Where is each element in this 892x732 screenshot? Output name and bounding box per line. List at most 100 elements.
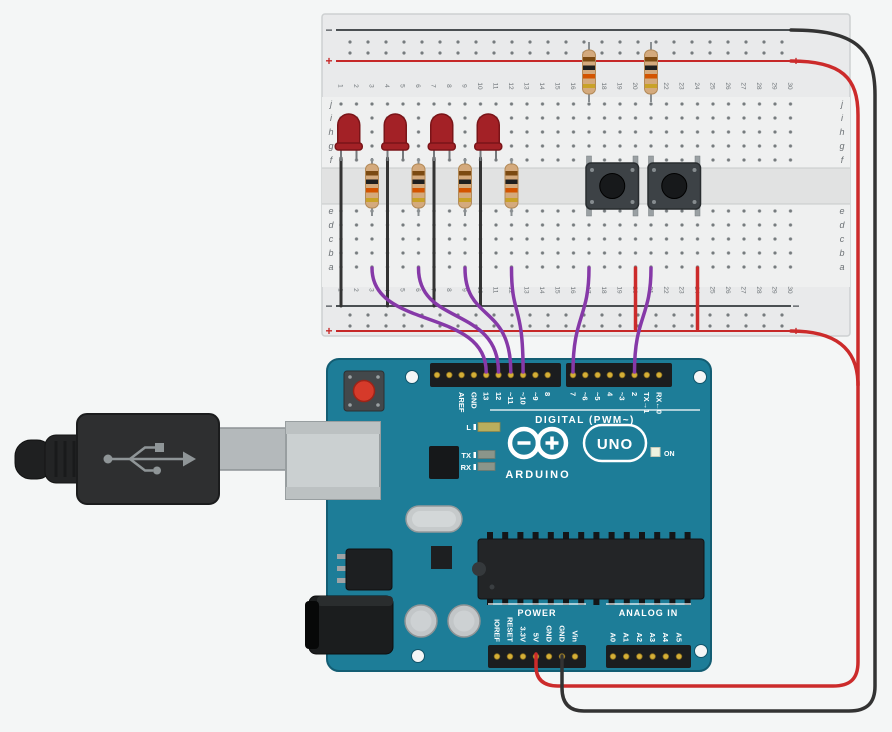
main-holes-top[interactable]	[333, 97, 800, 167]
button-screw	[630, 200, 635, 204]
row-letter: c	[840, 234, 845, 244]
led-3[interactable]	[427, 113, 456, 161]
led-tx-tick	[473, 452, 476, 458]
header-pin[interactable]	[582, 371, 589, 379]
header-pin[interactable]	[609, 653, 617, 660]
led-4[interactable]	[474, 113, 503, 161]
header-pin[interactable]	[433, 371, 441, 379]
header-pins-top	[433, 371, 663, 379]
signal-wire-button2-pin2[interactable]	[632, 266, 653, 374]
led-dome[interactable]	[337, 113, 361, 147]
led-resistor-3[interactable]	[458, 158, 472, 216]
pullup-resistor-1[interactable]	[582, 42, 596, 102]
pushbutton-1[interactable]	[585, 155, 640, 217]
ground-wire-gnd[interactable]	[560, 28, 877, 713]
atmega-chip[interactable]	[477, 538, 705, 600]
rail-holes-top[interactable]	[341, 36, 791, 59]
button-cap[interactable]	[661, 173, 688, 199]
header-pin[interactable]	[655, 371, 663, 379]
header-pin[interactable]	[470, 371, 478, 379]
power-jack-front	[305, 601, 319, 649]
chip-pins	[487, 532, 691, 605]
led-dome[interactable]	[430, 113, 454, 147]
chip-pin	[623, 532, 630, 540]
header-pin[interactable]	[458, 371, 465, 379]
header-pin[interactable]	[446, 371, 453, 379]
resistor-band	[583, 84, 595, 88]
column-number: 25	[708, 82, 715, 90]
signal-wire-led3-pin11[interactable]	[463, 266, 513, 374]
header-pin[interactable]	[619, 371, 626, 379]
analog-pin-label: A0	[608, 632, 617, 642]
regulator-leg	[337, 566, 346, 571]
header-pin[interactable]	[545, 653, 553, 660]
header-pin[interactable]	[623, 653, 630, 660]
led-resistor-1[interactable]	[365, 158, 379, 216]
analog-pin-label: A2	[635, 632, 644, 642]
led-2[interactable]	[381, 113, 410, 161]
header-pin[interactable]	[675, 653, 683, 660]
pullup-resistor-2[interactable]	[644, 42, 658, 102]
signal-wire-led4-pin10[interactable]	[509, 266, 525, 374]
column-number: 4	[383, 84, 390, 88]
header-pin[interactable]	[506, 653, 514, 660]
row-letter: g	[839, 141, 844, 151]
row-letter: a	[328, 262, 333, 272]
header-pin[interactable]	[636, 653, 643, 660]
chip-pin	[578, 597, 585, 605]
led-dome[interactable]	[476, 113, 500, 147]
column-number: 15	[553, 82, 560, 90]
analog-pin-label: A4	[661, 632, 670, 642]
pushbutton-2[interactable]	[647, 155, 702, 217]
button-cap[interactable]	[599, 173, 626, 199]
column-number: 26	[724, 82, 731, 90]
column-number: 18	[600, 286, 607, 294]
header-pin[interactable]	[519, 653, 527, 660]
main-holes-bottom[interactable]	[333, 204, 800, 274]
reset-button[interactable]	[343, 370, 385, 412]
power-wire-5v[interactable]	[534, 59, 860, 688]
led-resistor-4[interactable]	[504, 158, 519, 216]
rail-plus-label: +	[325, 54, 332, 68]
reset-button-cap[interactable]	[352, 379, 376, 403]
led-flange	[474, 142, 503, 151]
header-pin[interactable]	[649, 653, 656, 660]
resistor-band	[583, 57, 595, 62]
crystal-inner	[412, 511, 456, 527]
signal-wire-button1-pin7[interactable]	[571, 266, 591, 374]
signal-wire-led1-pin13[interactable]	[370, 266, 488, 374]
signal-wire-led2-pin12[interactable]	[416, 266, 501, 374]
resistor-band	[459, 188, 471, 193]
chip-pin1-dot	[489, 584, 495, 590]
led-1[interactable]	[334, 113, 363, 161]
header-pin[interactable]	[493, 653, 501, 660]
chip-pin	[623, 597, 630, 605]
analog-header	[606, 645, 691, 668]
breadboard-wires	[339, 156, 700, 331]
reset-screw	[376, 403, 380, 407]
resistor-band	[505, 179, 518, 184]
column-number: 14	[538, 286, 545, 294]
header-pin[interactable]	[571, 653, 579, 660]
column-number: 25	[708, 286, 715, 294]
header-pins-bottom	[493, 653, 683, 660]
header-pin[interactable]	[594, 371, 601, 379]
resistor-band	[645, 84, 657, 88]
chip-pin	[608, 532, 615, 540]
header-pin[interactable]	[544, 371, 551, 379]
button-screw	[630, 168, 635, 172]
resistor-band	[645, 74, 657, 79]
header-pin[interactable]	[662, 653, 669, 660]
analog-section-label: ANALOG IN	[619, 608, 679, 618]
led-dome[interactable]	[383, 113, 407, 147]
row-letter: c	[329, 234, 334, 244]
rail-plus-label: +	[325, 324, 332, 338]
header-pin[interactable]	[643, 371, 650, 379]
button-screw	[692, 168, 697, 172]
header-pin[interactable]	[606, 371, 614, 379]
led-resistor-2[interactable]	[411, 158, 426, 216]
chip-pin	[547, 597, 554, 605]
header-pin[interactable]	[532, 371, 539, 379]
